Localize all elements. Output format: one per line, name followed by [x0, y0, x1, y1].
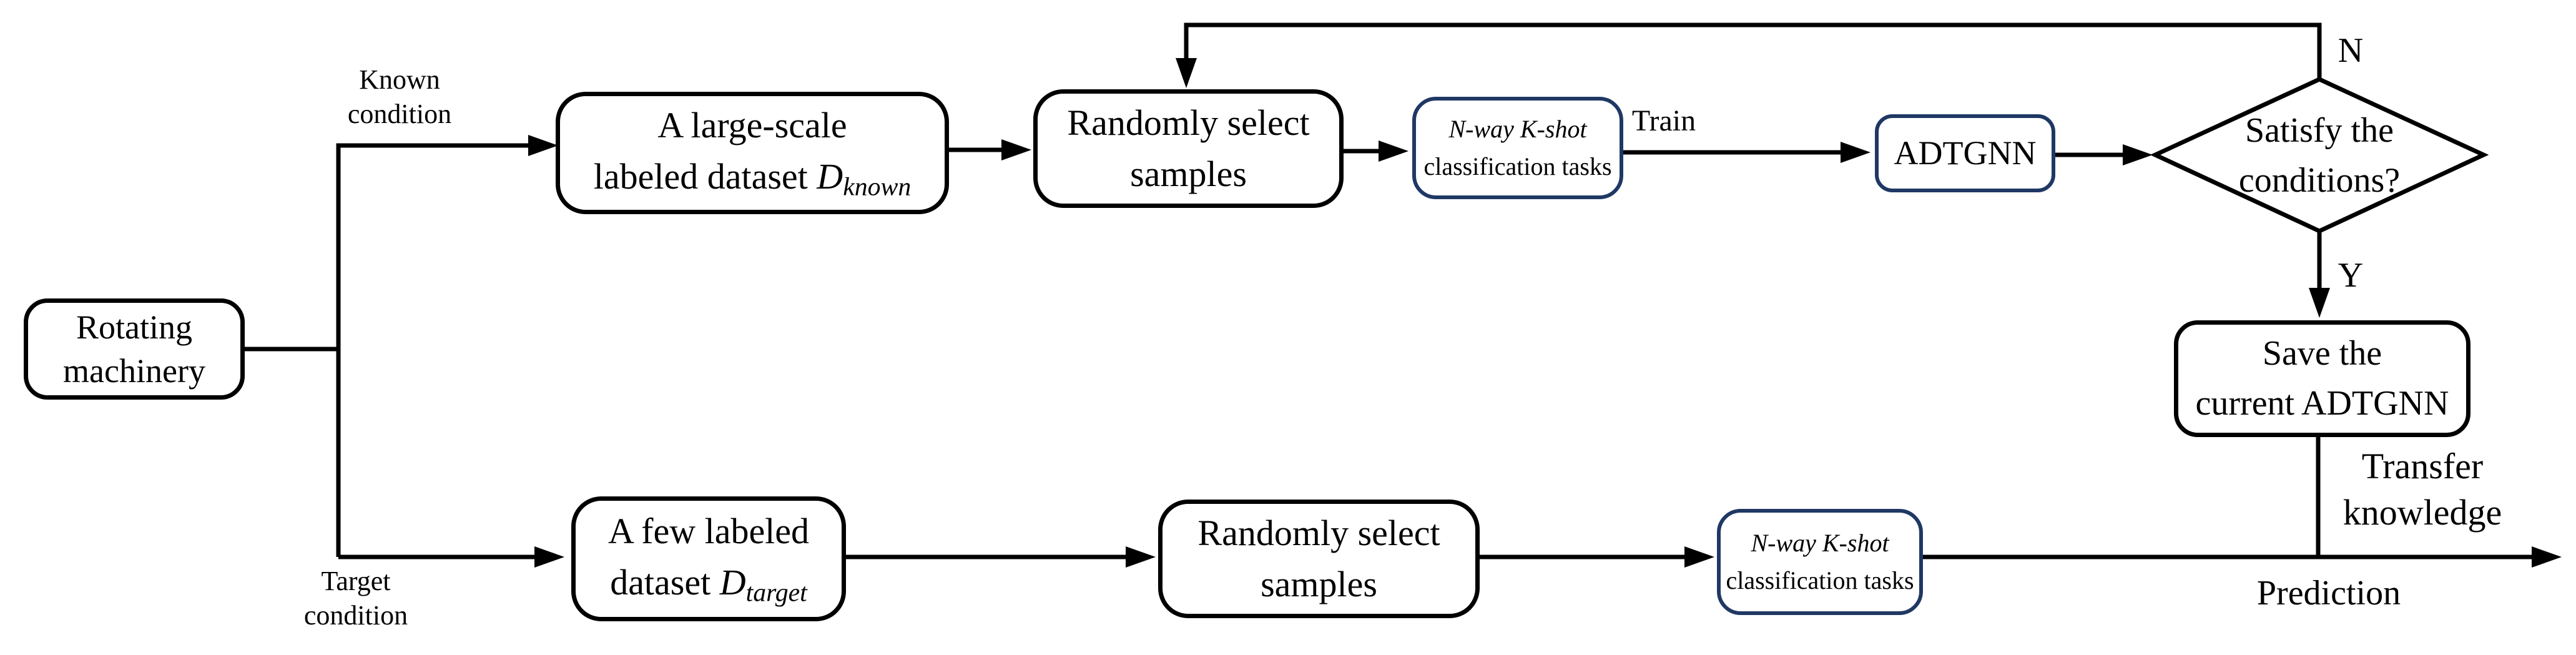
arrowhead — [1379, 140, 1408, 162]
edge-trunk — [245, 143, 532, 557]
arrowhead — [534, 546, 564, 568]
decision-diamond-shape — [2150, 77, 2489, 234]
train-label: Train — [1631, 104, 1696, 137]
node-text-line: samples — [1130, 154, 1247, 194]
node-text-line: Randomly select — [1197, 512, 1440, 553]
dataset-symbol: D — [817, 156, 843, 197]
arrowhead — [2123, 144, 2153, 165]
node-text-line: machinery — [63, 352, 205, 390]
dataset-subscript: known — [843, 172, 912, 202]
known-condition-label: Known condition — [347, 64, 452, 130]
adtgnn-node: ADTGNN — [1875, 114, 2055, 192]
dataset-subscript: target — [745, 578, 807, 608]
randomly-select-bottom-node: Randomly select samples — [1158, 500, 1480, 618]
node-text-line: N-way K-shot — [1751, 529, 1889, 557]
nway-kshot-top-node: N-way K-shot classification tasks — [1412, 97, 1623, 199]
node-text-line: Rotating — [76, 308, 192, 346]
node-text-line: samples — [1261, 564, 1377, 604]
known-dataset-node: A large-scale labeled dataset Dknown — [556, 92, 949, 214]
arrowhead — [528, 135, 558, 156]
node-text-line: conditions? — [2238, 161, 2401, 200]
arrowhead — [1126, 546, 1156, 568]
yes-branch-label: Y — [2338, 256, 2364, 295]
node-text-line: Satisfy the — [2245, 111, 2394, 150]
randomly-select-top-node: Randomly select samples — [1033, 89, 1344, 208]
target-condition-label: Target condition — [303, 566, 408, 631]
arrowhead — [1841, 142, 1871, 163]
dataset-symbol: D — [719, 562, 746, 603]
node-text-line: labeled dataset Dknown — [593, 156, 912, 202]
arrowhead — [1684, 546, 1714, 568]
arrowhead — [2532, 546, 2562, 568]
rotating-machinery-node: Rotating machinery — [24, 298, 245, 400]
target-dataset-node: A few labeled dataset Dtarget — [571, 496, 846, 621]
node-text-line: A few labeled — [607, 510, 810, 551]
node-text-line: Save the — [2262, 333, 2382, 373]
node-text-line: ADTGNN — [1894, 134, 2037, 172]
edge-feedback-loop — [1184, 22, 2322, 81]
node-text-line: dataset Dtarget — [610, 562, 807, 608]
no-branch-label: N — [2338, 31, 2364, 70]
arrowhead — [1176, 58, 1197, 88]
node-text-line: classification tasks — [1423, 152, 1612, 180]
node-text-line: Randomly select — [1067, 102, 1310, 143]
node-text-line: N-way K-shot — [1448, 115, 1587, 143]
arrowhead — [1001, 139, 1031, 160]
arrowhead — [2309, 288, 2330, 318]
transfer-knowledge-label: Transfer knowledge — [2342, 446, 2502, 533]
node-text-line: A large-scale — [657, 104, 847, 145]
decision-node-label: Satisfy the conditions? — [2195, 106, 2444, 205]
prediction-label: Prediction — [2256, 574, 2401, 613]
nway-kshot-bottom-node: N-way K-shot classification tasks — [1717, 509, 1923, 615]
save-adtgnn-node: Save the current ADTGNN — [2174, 320, 2470, 437]
node-text-line: current ADTGNN — [2195, 383, 2449, 423]
node-text-line: classification tasks — [1726, 566, 1914, 594]
